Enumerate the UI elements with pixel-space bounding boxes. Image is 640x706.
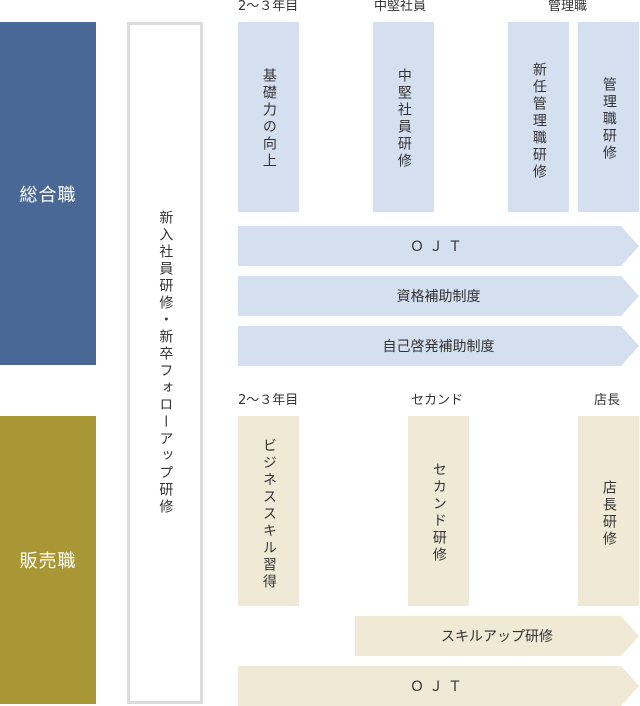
sogo-box-shinnin-kanri: 新任管理職研修 (508, 22, 569, 212)
sogo-box-kiso: 基礎力の向上 (238, 22, 299, 212)
hanbai-box-second-label: セカンド研修 (430, 462, 447, 564)
sogo-header-kanri: 管理職 (548, 0, 588, 14)
hanbai-header-second: セカンド (411, 393, 464, 408)
hanbai-bar-skillup-label: スキルアップ研修 (441, 629, 553, 645)
sogo-bar-shikaku-label: 資格補助制度 (396, 289, 481, 305)
hanbai-box-business-label: ビジネススキル習得 (260, 438, 277, 591)
sogo-box-chuken-label: 中堅社員研修 (395, 68, 412, 170)
sogo-bar-ojt-label: ＯＪＴ (410, 239, 467, 255)
newhire-training-label: 新入社員研修・新卒フォローアップ研修 (157, 210, 174, 516)
sogo-bar-shikaku: 資格補助制度 (238, 276, 639, 316)
hanbai-box-tencho-label: 店長研修 (600, 480, 617, 548)
newhire-training-box: 新入社員研修・新卒フォローアップ研修 (127, 22, 203, 704)
category-sogo: 総合職 (0, 22, 96, 365)
hanbai-box-business: ビジネススキル習得 (238, 416, 299, 606)
hanbai-bar-ojt: ＯＪＴ (238, 666, 639, 706)
category-sogo-label: 総合職 (19, 184, 77, 206)
sogo-header-chuken: 中堅社員 (374, 0, 427, 14)
sogo-bar-jiko-label: 自己啓発補助制度 (382, 339, 495, 355)
sogo-box-kanri: 管理職研修 (578, 22, 639, 212)
hanbai-header-year23: 2～３年目 (238, 393, 299, 408)
sogo-box-kanri-label: 管理職研修 (600, 77, 617, 162)
sogo-header-year23: 2～３年目 (238, 0, 299, 14)
hanbai-box-tencho: 店長研修 (578, 416, 639, 606)
hanbai-bar-ojt-label: ＯＪＴ (410, 679, 467, 695)
hanbai-box-second: セカンド研修 (408, 416, 469, 606)
category-hanbai-label: 販売職 (19, 551, 77, 572)
hanbai-header-tencho: 店長 (594, 393, 621, 408)
sogo-bar-ojt: ＯＪＴ (238, 226, 639, 266)
sogo-bar-jiko: 自己啓発補助制度 (238, 326, 639, 366)
hanbai-bar-skillup: スキルアップ研修 (355, 616, 639, 656)
category-hanbai: 販売職 (0, 416, 96, 704)
sogo-box-kiso-label: 基礎力の向上 (260, 68, 277, 170)
sogo-box-chuken: 中堅社員研修 (373, 22, 434, 212)
sogo-box-shinnin-kanri-label: 新任管理職研修 (530, 62, 547, 181)
